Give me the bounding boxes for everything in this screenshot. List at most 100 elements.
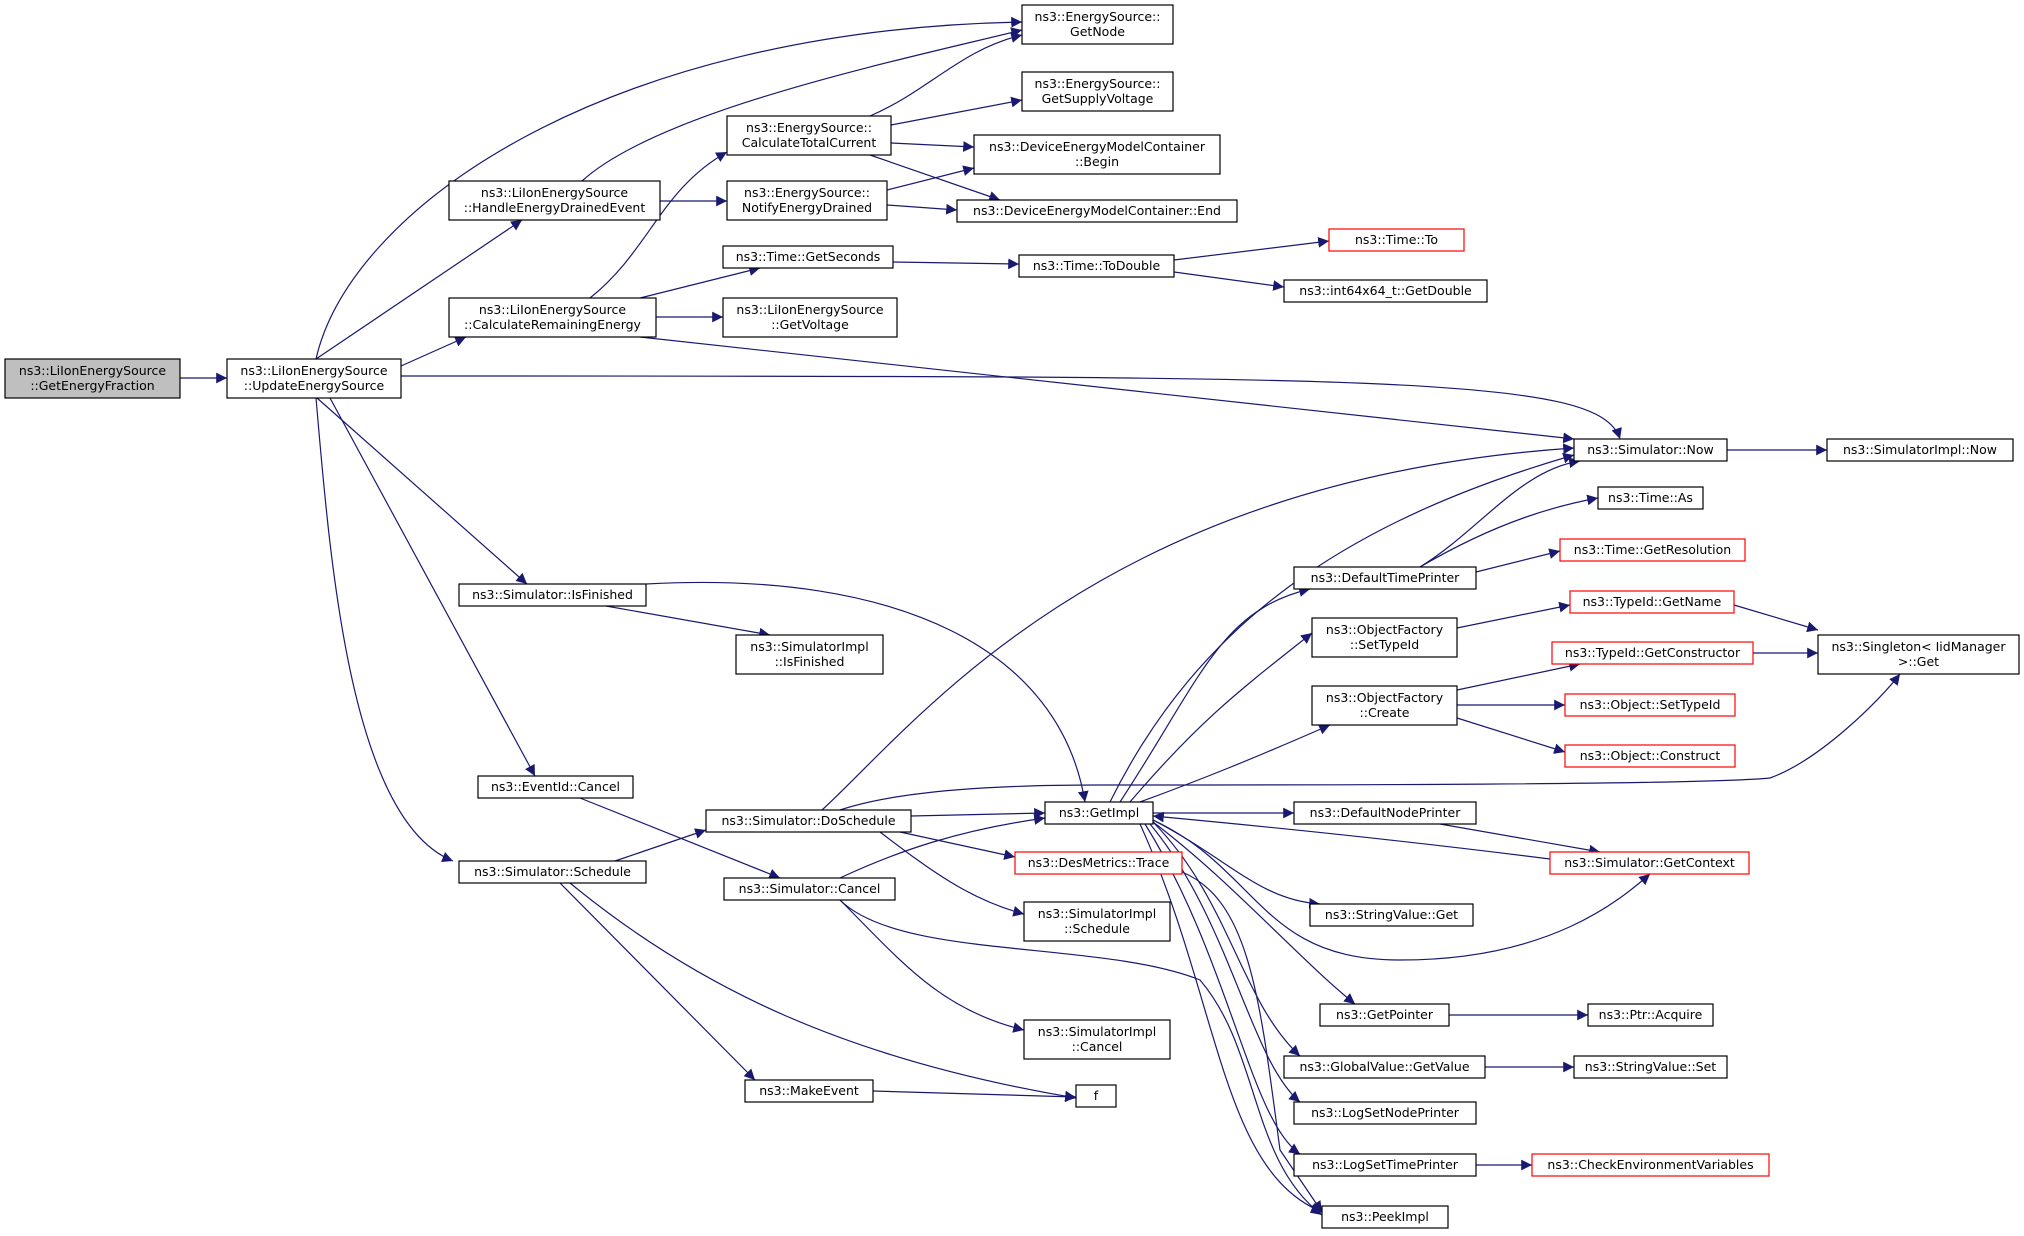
edge-calcRem-to-calcTotal bbox=[589, 151, 728, 299]
node-label: NotifyEnergyDrained bbox=[742, 200, 872, 215]
node-f[interactable]: f bbox=[1075, 1084, 1117, 1108]
edge-defTimePrinter-to-getResolution bbox=[1475, 548, 1561, 573]
edge-getImpl-to-ofCreate bbox=[1139, 724, 1331, 803]
node-getDouble[interactable]: ns3::int64x64_t::GetDouble bbox=[1283, 279, 1488, 303]
edge-toDouble-to-timeTo bbox=[1173, 236, 1330, 261]
edge-getSeconds-to-toDouble bbox=[892, 258, 1020, 270]
node-gvGetValue[interactable]: ns3::GlobalValue::GetValue bbox=[1283, 1055, 1486, 1079]
node-implCancel[interactable]: ns3::SimulatorImpl::Cancel bbox=[1023, 1019, 1171, 1060]
node-label: ns3::Simulator::Cancel bbox=[739, 881, 881, 896]
node-ofCreate[interactable]: ns3::ObjectFactory::Create bbox=[1311, 685, 1458, 726]
node-box bbox=[1044, 801, 1154, 825]
edge-doSchedule-to-singletonGet bbox=[839, 673, 1901, 811]
node-defNodePrinter[interactable]: ns3::DefaultNodePrinter bbox=[1293, 801, 1477, 825]
node-label: ns3::Time::As bbox=[1608, 490, 1693, 505]
node-box bbox=[1293, 801, 1477, 825]
edge-update-to-eventCancel bbox=[329, 397, 536, 777]
edge-calcTotal-to-dmcBegin bbox=[890, 141, 975, 152]
node-label: ns3::TypeId::GetName bbox=[1583, 594, 1722, 609]
node-timeTo[interactable]: ns3::Time::To bbox=[1328, 228, 1465, 252]
node-box bbox=[1023, 1019, 1171, 1060]
node-label: ns3::LiIonEnergySource bbox=[19, 363, 167, 378]
edge-schedule-to-f bbox=[569, 882, 1077, 1102]
node-label: ns3::Singleton< IidManager bbox=[1831, 639, 2006, 654]
node-box bbox=[1569, 590, 1735, 614]
node-label: ns3::EnergySource:: bbox=[1035, 9, 1161, 24]
node-box bbox=[448, 297, 657, 338]
node-dmcEnd[interactable]: ns3::DeviceEnergyModelContainer::End bbox=[956, 199, 1238, 223]
node-label: ns3::DesMetrics::Trace bbox=[1028, 855, 1170, 870]
edge-isFinished-to-getImpl bbox=[645, 581, 1089, 803]
node-label: ns3::DeviceEnergyModelContainer::End bbox=[973, 203, 1221, 218]
node-box bbox=[1018, 254, 1175, 278]
node-makeEvent[interactable]: ns3::MakeEvent bbox=[744, 1079, 874, 1103]
edge-calcTotal-to-supplyVoltage bbox=[890, 96, 1023, 126]
node-implSchedule[interactable]: ns3::SimulatorImpl::Schedule bbox=[1023, 901, 1171, 942]
node-eventCancel[interactable]: ns3::EventId::Cancel bbox=[477, 775, 634, 799]
node-timeAs[interactable]: ns3::Time::As bbox=[1597, 486, 1704, 510]
node-label: ::IsFinished bbox=[775, 654, 845, 669]
node-box bbox=[1564, 693, 1736, 717]
node-getSeconds[interactable]: ns3::Time::GetSeconds bbox=[722, 245, 894, 269]
node-getNode[interactable]: ns3::EnergySource::GetNode bbox=[1021, 4, 1174, 45]
edge-update-to-isFinished bbox=[316, 397, 528, 585]
node-desTrace[interactable]: ns3::DesMetrics::Trace bbox=[1014, 851, 1183, 875]
node-stringSet[interactable]: ns3::StringValue::Set bbox=[1573, 1055, 1728, 1079]
node-doSchedule[interactable]: ns3::Simulator::DoSchedule bbox=[705, 809, 912, 833]
node-objConstruct[interactable]: ns3::Object::Construct bbox=[1564, 744, 1736, 768]
node-getResolution[interactable]: ns3::Time::GetResolution bbox=[1559, 538, 1746, 562]
edge-defTimePrinter-to-now bbox=[1419, 457, 1581, 568]
node-label: ns3::SimulatorImpl bbox=[1038, 1024, 1156, 1039]
node-label: ::Create bbox=[1360, 705, 1410, 720]
node-defTimePrinter[interactable]: ns3::DefaultTimePrinter bbox=[1293, 566, 1477, 590]
node-label: ns3::SimulatorImpl bbox=[1038, 906, 1156, 921]
edge-update-to-schedule bbox=[315, 397, 454, 862]
node-implIsFinished[interactable]: ns3::SimulatorImpl::IsFinished bbox=[735, 634, 884, 675]
node-label: ns3::LiIonEnergySource bbox=[479, 302, 627, 317]
node-getName[interactable]: ns3::TypeId::GetName bbox=[1569, 590, 1735, 614]
node-supplyVoltage[interactable]: ns3::EnergySource::GetSupplyVoltage bbox=[1021, 71, 1174, 112]
node-label: ns3::DeviceEnergyModelContainer bbox=[989, 139, 1206, 154]
node-label: ns3::SimulatorImpl::Now bbox=[1843, 442, 1997, 457]
node-dmcBegin[interactable]: ns3::DeviceEnergyModelContainer::Begin bbox=[973, 134, 1221, 175]
node-objSetTypeId[interactable]: ns3::Object::SetTypeId bbox=[1564, 693, 1736, 717]
node-checkEnv[interactable]: ns3::CheckEnvironmentVariables bbox=[1531, 1153, 1770, 1177]
edge-defTimePrinter-to-timeAs bbox=[1419, 494, 1599, 568]
node-handle[interactable]: ns3::LiIonEnergySource::HandleEnergyDrai… bbox=[448, 180, 661, 221]
node-root[interactable]: ns3::LiIonEnergySource::GetEnergyFractio… bbox=[4, 358, 181, 399]
node-schedule[interactable]: ns3::Simulator::Schedule bbox=[458, 860, 647, 884]
node-getVoltage[interactable]: ns3::LiIonEnergySource::GetVoltage bbox=[722, 297, 898, 338]
node-toDouble[interactable]: ns3::Time::ToDouble bbox=[1018, 254, 1175, 278]
node-logNodePrinter[interactable]: ns3::LogSetNodePrinter bbox=[1293, 1101, 1477, 1125]
node-getPointer[interactable]: ns3::GetPointer bbox=[1319, 1003, 1450, 1027]
node-label: ns3::int64x64_t::GetDouble bbox=[1299, 283, 1472, 298]
node-singletonGet[interactable]: ns3::Singleton< IidManager>::Get bbox=[1817, 634, 2020, 675]
node-stringGet[interactable]: ns3::StringValue::Get bbox=[1309, 903, 1474, 927]
node-ptrAcquire[interactable]: ns3::Ptr::Acquire bbox=[1587, 1003, 1714, 1027]
node-implNow[interactable]: ns3::SimulatorImpl::Now bbox=[1826, 438, 2014, 462]
node-logTimePrinter[interactable]: ns3::LogSetTimePrinter bbox=[1293, 1153, 1477, 1177]
node-box bbox=[226, 358, 402, 399]
node-getContext[interactable]: ns3::Simulator::GetContext bbox=[1549, 851, 1750, 875]
node-isFinished[interactable]: ns3::Simulator::IsFinished bbox=[458, 583, 647, 607]
node-label: ns3::MakeEvent bbox=[759, 1083, 859, 1098]
node-calcTotal[interactable]: ns3::EnergySource::CalculateTotalCurrent bbox=[726, 115, 892, 156]
node-getImpl[interactable]: ns3::GetImpl bbox=[1044, 801, 1154, 825]
node-notify[interactable]: ns3::EnergySource::NotifyEnergyDrained bbox=[726, 180, 888, 221]
node-label: CalculateTotalCurrent bbox=[742, 135, 877, 150]
node-box bbox=[726, 180, 888, 221]
edge-update-to-calcRem bbox=[400, 336, 467, 367]
node-now[interactable]: ns3::Simulator::Now bbox=[1573, 438, 1728, 462]
node-calcRem[interactable]: ns3::LiIonEnergySource::CalculateRemaini… bbox=[448, 297, 657, 338]
node-getConstructor[interactable]: ns3::TypeId::GetConstructor bbox=[1551, 641, 1754, 665]
node-update[interactable]: ns3::LiIonEnergySource::UpdateEnergySour… bbox=[226, 358, 402, 399]
edge-layer bbox=[180, 16, 1901, 1216]
node-label: ns3::Time::GetSeconds bbox=[736, 249, 881, 264]
node-box bbox=[1573, 438, 1728, 462]
edge-getImpl-to-defTimePrinter bbox=[1119, 586, 1311, 803]
node-peekImpl[interactable]: ns3::PeekImpl bbox=[1321, 1205, 1449, 1229]
edge-getImpl-to-now bbox=[1109, 452, 1575, 803]
node-ofSetTypeId[interactable]: ns3::ObjectFactory::SetTypeId bbox=[1311, 617, 1458, 658]
node-simCancel[interactable]: ns3::Simulator::Cancel bbox=[723, 877, 896, 901]
